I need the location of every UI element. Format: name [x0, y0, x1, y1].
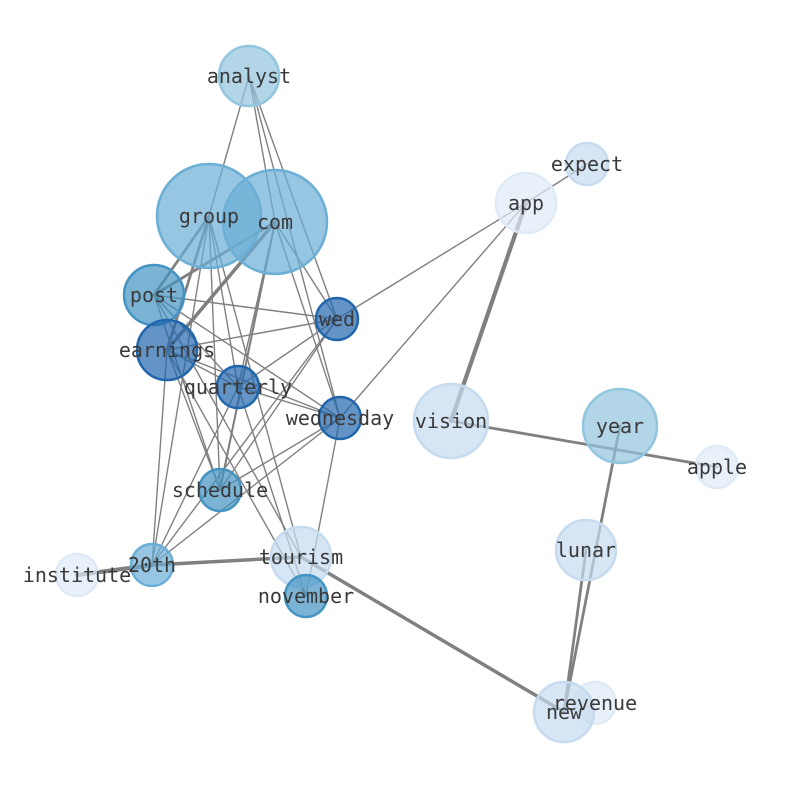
- edge-vision-apple: [449, 419, 719, 469]
- node-wednesday[interactable]: [317, 395, 363, 441]
- edge-post-wednesday: [153, 294, 341, 419]
- node-label-year: year: [596, 414, 644, 438]
- node-quarterly[interactable]: [215, 364, 261, 410]
- node-november[interactable]: [283, 573, 329, 619]
- labels-layer: analyst expect app group com post wed earnings q…: [23, 64, 747, 724]
- node-label-schedule: schedule: [172, 478, 268, 502]
- edge-wednesday-schedule: [219, 417, 341, 491]
- node-label-post: post: [130, 283, 178, 307]
- node-year[interactable]: [581, 387, 659, 465]
- edge-wednesday-app: [339, 202, 527, 419]
- node-20th[interactable]: [129, 542, 175, 588]
- node-label-20th: 20th: [128, 553, 176, 577]
- node-label-app: app: [508, 191, 544, 215]
- node-label-wed: wed: [319, 307, 355, 331]
- edge-wed-20th: [151, 318, 338, 566]
- node-new[interactable]: [532, 680, 596, 744]
- edge-wed-app: [336, 202, 527, 320]
- node-earnings[interactable]: [135, 318, 199, 382]
- node-label-quarterly: quarterly: [184, 375, 292, 399]
- node-label-institute: institute: [23, 563, 131, 587]
- node-analyst[interactable]: [217, 44, 281, 108]
- edge-quarterly-20th: [151, 386, 239, 566]
- node-group[interactable]: [155, 162, 263, 270]
- nodes-layer: [54, 44, 740, 744]
- node-label-vision: vision: [415, 409, 487, 433]
- edge-group-20th: [151, 215, 210, 566]
- node-expect[interactable]: [564, 141, 610, 187]
- node-label-com: com: [257, 210, 293, 234]
- node-label-tourism: tourism: [259, 545, 343, 569]
- node-vision[interactable]: [412, 382, 490, 460]
- node-label-wednesday: wednesday: [286, 406, 394, 430]
- node-label-new: new: [546, 700, 583, 724]
- node-label-november: november: [258, 584, 354, 608]
- node-institute[interactable]: [54, 552, 100, 598]
- node-label-revenue: revenue: [553, 691, 637, 715]
- node-label-analyst: analyst: [207, 64, 291, 88]
- node-schedule[interactable]: [197, 467, 243, 513]
- edge-wednesday-20th: [151, 417, 341, 566]
- node-label-group: group: [179, 204, 239, 228]
- node-app[interactable]: [494, 171, 558, 235]
- node-label-lunar: lunar: [556, 538, 616, 562]
- node-lunar[interactable]: [554, 518, 618, 582]
- node-label-apple: apple: [687, 455, 747, 479]
- edge-tourism-new: [299, 555, 566, 714]
- node-label-expect: expect: [551, 152, 623, 176]
- edge-app-vision: [448, 200, 529, 424]
- node-apple[interactable]: [694, 444, 740, 490]
- node-wed[interactable]: [314, 296, 360, 342]
- edge-wed-schedule: [219, 318, 338, 491]
- node-label-earnings: earnings: [119, 338, 215, 362]
- edge-earnings-20th: [151, 349, 168, 566]
